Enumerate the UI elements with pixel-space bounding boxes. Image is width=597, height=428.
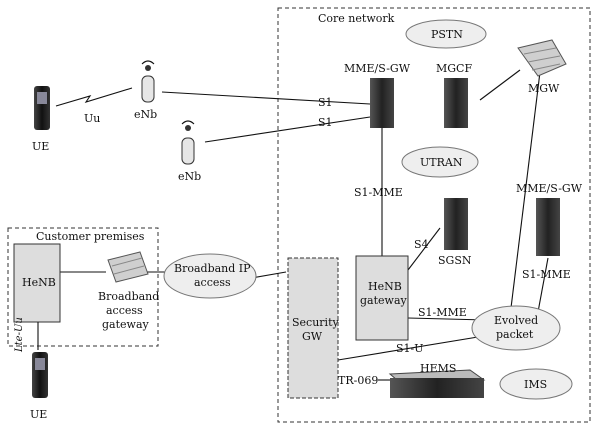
customer-premises-boundary (7, 227, 159, 347)
enb-mid-tower: eNb (178, 120, 201, 183)
s4-label: S4 (414, 238, 429, 251)
uu-label: Uu (84, 112, 100, 125)
s1-mme-henbgw-label: S1-MME (418, 306, 467, 319)
svg-text:UE: UE (30, 408, 47, 421)
s1-label-b: S1 (318, 116, 333, 129)
svg-text:MME/S-GW: MME/S-GW (344, 62, 411, 75)
svg-text:UE: UE (32, 140, 49, 153)
ue-bottom-phone: UE (30, 352, 48, 421)
lte-uu-label: Lte-Uu (14, 317, 25, 353)
svg-text:MGW: MGW (528, 82, 560, 95)
svg-text:GW: GW (302, 330, 323, 343)
svg-text:access: access (194, 276, 231, 289)
s1-u-label: S1-U (396, 342, 424, 355)
svg-text:UTRAN: UTRAN (420, 156, 463, 169)
mgcf-server: MGCF (436, 62, 472, 128)
sgsn-server: SGSN (438, 198, 472, 267)
utran-cloud: UTRAN (401, 146, 479, 178)
henb-gateway-box: HeNB gateway (355, 255, 409, 341)
svg-text:PSTN: PSTN (431, 28, 463, 41)
core-network-title: Core network (318, 12, 395, 25)
svg-text:gateway: gateway (102, 318, 150, 331)
svg-text:MGCF: MGCF (436, 62, 472, 75)
svg-text:SGSN: SGSN (438, 254, 472, 267)
svg-text:Evolved: Evolved (494, 314, 538, 327)
svg-text:HeNB: HeNB (22, 276, 56, 289)
tr069-label: TR-069 (338, 374, 378, 387)
svg-text:eNb: eNb (134, 108, 157, 121)
s1-mme-right-label: S1-MME (522, 268, 571, 281)
pstn-cloud: PSTN (405, 19, 487, 49)
ue-top-phone: UE (32, 86, 50, 153)
svg-text:IMS: IMS (524, 378, 547, 391)
broadband-access-gateway: Broadband access gateway (98, 251, 159, 331)
security-gw-box: Security GW (287, 257, 339, 399)
mme-sgw-server: MME/S-GW (344, 62, 411, 128)
core-network-boundary (277, 7, 591, 423)
customer-premises-title: Customer premises (36, 230, 145, 243)
svg-text:Broadband IP: Broadband IP (174, 262, 251, 275)
svg-text:packet: packet (496, 328, 534, 341)
svg-text:MME/S-GW: MME/S-GW (516, 182, 583, 195)
svg-text:Security: Security (292, 316, 339, 329)
radio-link (55, 87, 133, 107)
mme-sgw-right-server: MME/S-GW (516, 182, 583, 256)
svg-text:HeNB: HeNB (368, 280, 402, 293)
broadband-ip-cloud: Broadband IP access (163, 253, 257, 299)
s1-label-a: S1 (318, 96, 333, 109)
mgw-router: MGW (517, 39, 567, 95)
henb-box: HeNB (13, 243, 61, 323)
svg-text:eNb: eNb (178, 170, 201, 183)
svg-text:gateway: gateway (360, 294, 408, 307)
svg-text:access: access (106, 304, 143, 317)
hems-device: HEMS (388, 362, 486, 398)
enb-top-tower: eNb (134, 60, 157, 121)
svg-text:Broadband: Broadband (98, 290, 159, 303)
svg-text:HEMS: HEMS (420, 362, 456, 375)
ims-cloud: IMS (499, 368, 573, 400)
s1-mme-core-label: S1-MME (354, 186, 403, 199)
evolved-packet-cloud: Evolved packet (471, 305, 561, 351)
